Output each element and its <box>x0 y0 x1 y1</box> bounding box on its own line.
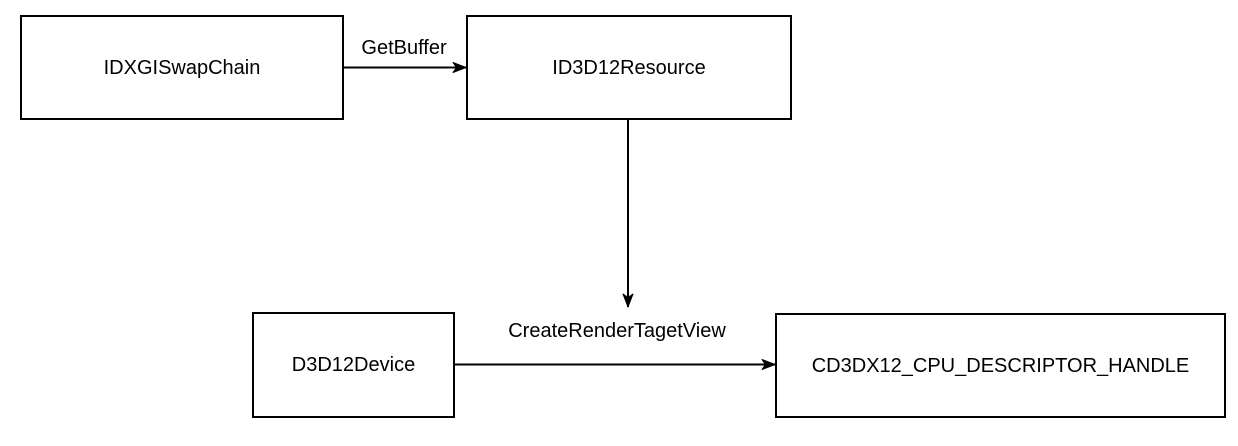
node-idxgi-swapchain: IDXGISwapChain <box>20 15 344 120</box>
edge-label-getbuffer: GetBuffer <box>361 36 447 60</box>
node-cd3dx12-cpu-descriptor-handle: CD3DX12_CPU_DESCRIPTOR_HANDLE <box>775 313 1226 418</box>
node-id3d12-resource-label: ID3D12Resource <box>552 56 706 79</box>
node-cd3dx12-cpu-descriptor-handle-label: CD3DX12_CPU_DESCRIPTOR_HANDLE <box>811 354 1190 377</box>
node-d3d12-device-label: D3D12Device <box>291 354 416 376</box>
node-id3d12-resource: ID3D12Resource <box>466 15 792 120</box>
node-d3d12-device: D3D12Device <box>252 312 455 418</box>
edge-label-createrendertagetview: CreateRenderTagetView <box>508 319 726 343</box>
node-idxgi-swapchain-label: IDXGISwapChain <box>103 56 261 79</box>
